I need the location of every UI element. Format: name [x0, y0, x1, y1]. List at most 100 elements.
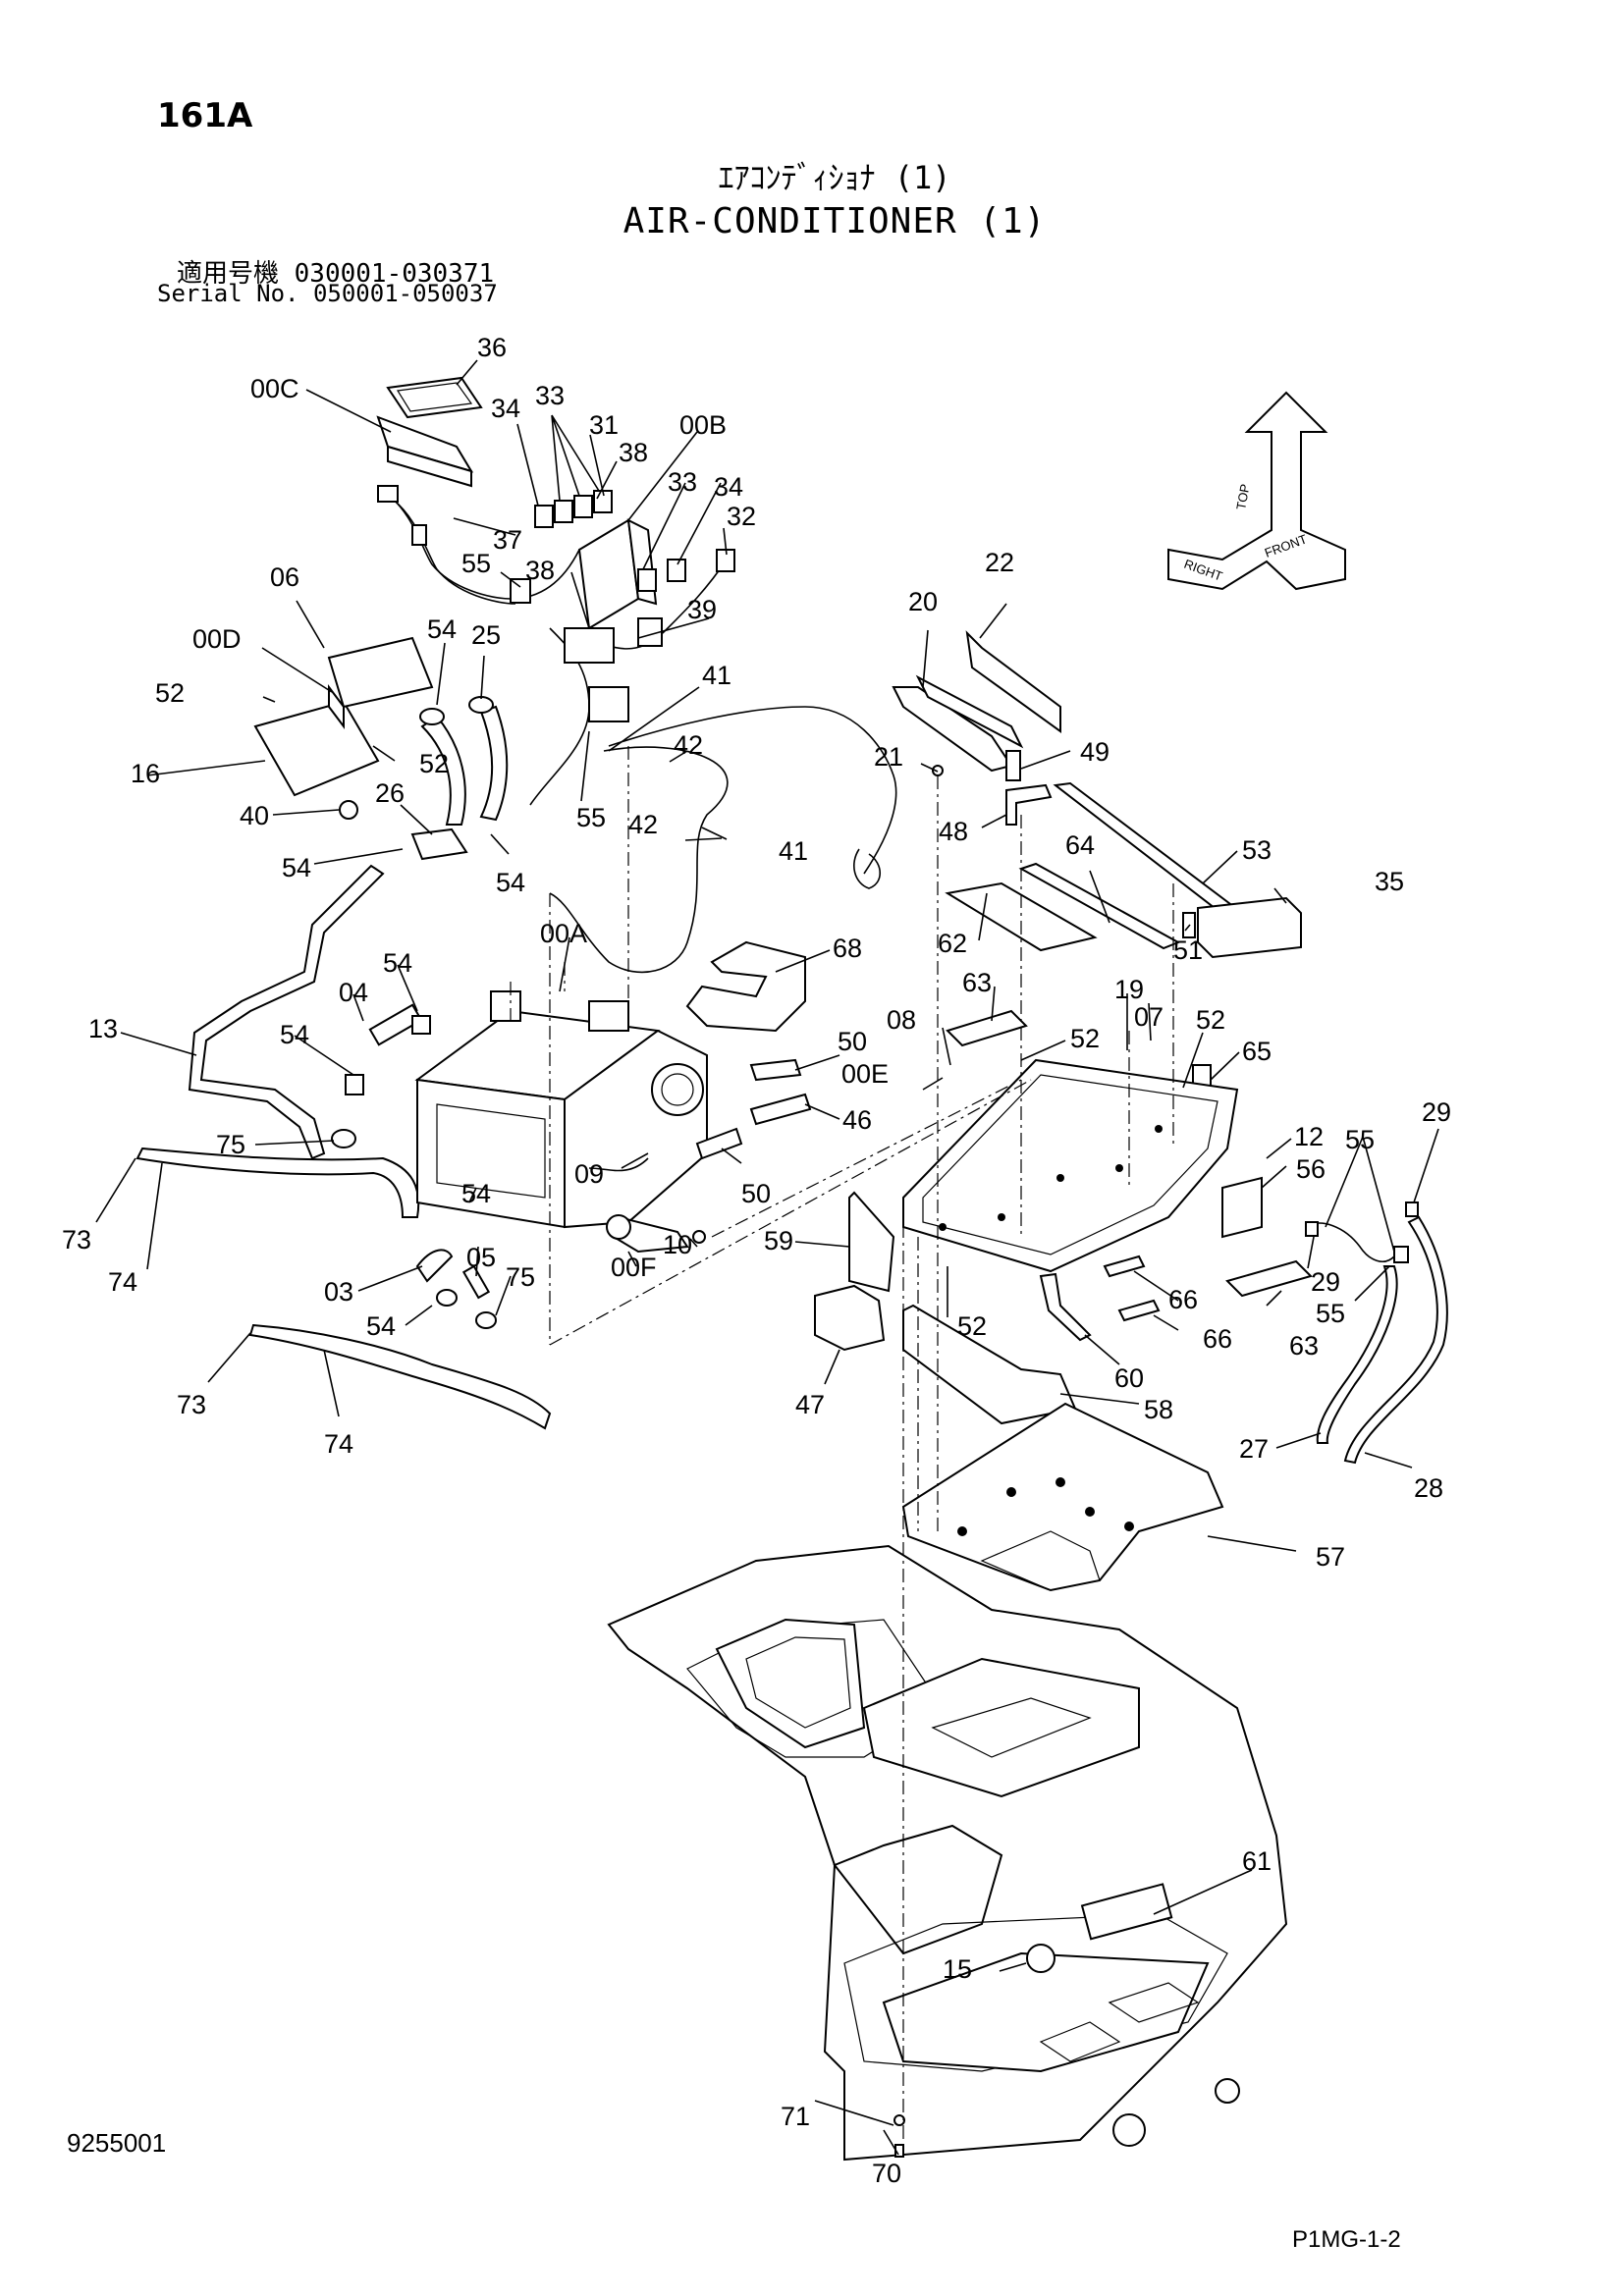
callout-64: 64	[1065, 830, 1095, 860]
callout-00D: 00D	[192, 624, 242, 654]
ducts-25-26	[410, 696, 509, 861]
callout-50: 50	[741, 1179, 771, 1208]
strips-53-64-62	[945, 781, 1245, 952]
duct-00F	[606, 1214, 706, 1254]
tray-12	[902, 1058, 1239, 1273]
callout-65: 65	[1242, 1037, 1272, 1066]
callout-39: 39	[687, 595, 717, 624]
callout-52: 52	[1196, 1005, 1225, 1035]
orientation-icon: TOP RIGHT FRONT	[1167, 391, 1346, 591]
callout-10: 10	[663, 1230, 692, 1259]
leader-lines	[95, 359, 1439, 2156]
callout-74: 74	[324, 1429, 353, 1459]
callout-08: 08	[887, 1005, 916, 1035]
callout-51: 51	[1173, 935, 1203, 965]
callout-55: 55	[461, 549, 491, 578]
harness-main	[529, 549, 897, 974]
page-number: 161A	[157, 96, 253, 135]
callout-09: 09	[574, 1159, 604, 1189]
pads-56-59-47	[814, 1176, 1263, 1352]
callout-00B: 00B	[679, 410, 727, 440]
callout-73: 73	[177, 1390, 206, 1419]
callout-21: 21	[874, 742, 903, 772]
callout-54: 54	[280, 1020, 309, 1049]
callout-26: 26	[375, 778, 405, 808]
callout-04: 04	[339, 978, 368, 1007]
pipe-13	[188, 864, 385, 1160]
callout-54: 54	[282, 853, 311, 882]
controller-00B	[577, 518, 658, 630]
callout-52: 52	[957, 1311, 987, 1341]
pads-66-63	[1103, 1255, 1313, 1322]
callout-55: 55	[576, 803, 606, 832]
callout-36: 36	[477, 333, 507, 362]
sensor-29-55	[1305, 1201, 1419, 1263]
callout-62: 62	[938, 929, 967, 958]
floor-plate-57	[901, 1402, 1224, 1592]
base-frame	[607, 1544, 1288, 2162]
callout-27: 27	[1239, 1434, 1269, 1464]
callout-53: 53	[1242, 835, 1272, 865]
callout-03: 03	[324, 1277, 353, 1307]
callout-56: 56	[1296, 1154, 1326, 1184]
callout-05: 05	[466, 1243, 496, 1272]
callout-07: 07	[1134, 1002, 1164, 1032]
callout-54: 54	[383, 948, 412, 978]
callout-33: 33	[668, 467, 697, 497]
serial-range-jp: 適用号機 030001-030371	[177, 259, 495, 289]
callout-12: 12	[1294, 1122, 1324, 1151]
callout-47: 47	[795, 1390, 825, 1419]
callout-28: 28	[1414, 1473, 1443, 1503]
hoses-27-28	[1316, 1215, 1448, 1465]
callout-50: 50	[838, 1027, 867, 1056]
callout-22: 22	[985, 548, 1014, 577]
callout-38: 38	[619, 438, 648, 467]
relays-33	[534, 490, 613, 528]
callout-labels: 36 00C 34 33 31 38 00B 33 34 32 37 55 38…	[62, 333, 1451, 2188]
bracket-20-22	[892, 630, 1061, 773]
callout-58: 58	[1144, 1395, 1173, 1424]
callout-75: 75	[506, 1262, 535, 1292]
callout-15: 15	[943, 1954, 972, 1984]
callout-54: 54	[427, 614, 457, 644]
callout-00C: 00C	[250, 374, 299, 403]
callout-41: 41	[702, 661, 731, 690]
control-panel-36	[376, 376, 483, 488]
pad-63-upper	[946, 1009, 1028, 1047]
callout-55: 55	[1316, 1299, 1345, 1328]
wire-harness-upper	[377, 485, 580, 605]
title-english: AIR-CONDITIONER (1)	[623, 201, 1047, 241]
callout-41: 41	[779, 836, 808, 866]
callout-34: 34	[491, 394, 520, 423]
callout-52: 52	[1070, 1024, 1100, 1053]
callout-40: 40	[240, 801, 269, 830]
callout-29: 29	[1422, 1097, 1451, 1127]
callout-00F: 00F	[611, 1253, 657, 1282]
small-blocks-48-49	[932, 750, 1053, 826]
title-japanese: ｴｱｺﾝﾃﾞｨｼｮﾅ (1)	[718, 159, 951, 196]
callout-61: 61	[1242, 1846, 1272, 1876]
callout-59: 59	[764, 1226, 793, 1255]
callout-63: 63	[962, 968, 992, 997]
callout-16: 16	[131, 759, 160, 788]
callout-48: 48	[939, 817, 968, 846]
callout-42: 42	[628, 810, 658, 839]
callout-55: 55	[1345, 1125, 1375, 1154]
callout-70: 70	[872, 2159, 901, 2188]
callout-31: 31	[589, 410, 619, 440]
callout-54: 54	[496, 868, 525, 897]
callout-49: 49	[1080, 737, 1110, 767]
callout-66: 66	[1203, 1324, 1232, 1354]
page-code: P1MG-1-2	[1292, 2226, 1401, 2253]
panel-58	[902, 1304, 1077, 1425]
callout-71: 71	[781, 2102, 810, 2131]
callout-19: 19	[1114, 975, 1144, 1004]
callout-37: 37	[493, 525, 522, 555]
callout-60: 60	[1114, 1363, 1144, 1393]
callout-32: 32	[727, 502, 756, 531]
callout-46: 46	[842, 1105, 872, 1135]
callout-52: 52	[155, 678, 185, 708]
bracket-60	[1039, 1272, 1092, 1342]
callout-34: 34	[714, 472, 743, 502]
